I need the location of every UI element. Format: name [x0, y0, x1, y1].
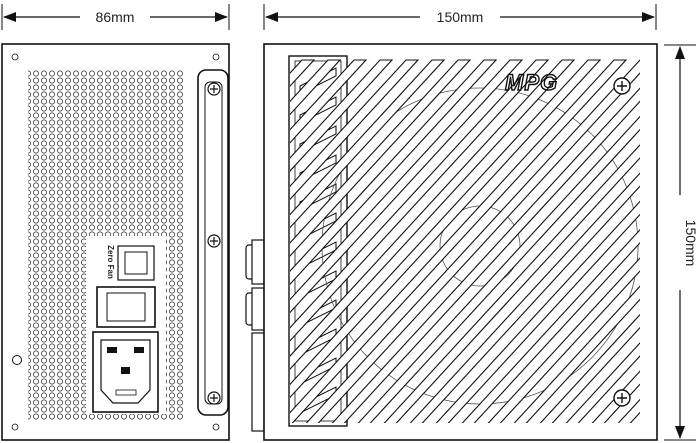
grille-slat [357, 115, 640, 423]
grille-slat [290, 59, 472, 257]
side-rail [251, 332, 265, 432]
grille-slat [435, 200, 640, 423]
screw-hole-icon [11, 53, 19, 61]
dimension-150mm-vertical: 150mm [664, 44, 699, 441]
grille-slat [290, 59, 550, 342]
grille-slat [487, 257, 640, 423]
grille-slat [290, 59, 316, 87]
grille-slat [290, 59, 420, 201]
grille-slat [290, 59, 498, 285]
ac-pin-icon [107, 347, 117, 353]
dimension-150mm-horizontal: 150mm [263, 4, 657, 30]
dimension-label-86mm: 86mm [96, 9, 135, 25]
grille-slat [290, 59, 602, 399]
zero-fan-button-cap [124, 251, 148, 275]
screw-icon [207, 234, 221, 248]
zero-fan-label: Zero Fan [106, 245, 115, 279]
grille-slat [591, 370, 640, 423]
screw-icon [207, 391, 221, 405]
dimension-label-150mm-width: 150mm [437, 9, 484, 25]
grille-slat [290, 59, 524, 314]
grille-slat [290, 59, 394, 172]
grille-slat [290, 59, 368, 144]
grille-slat [305, 59, 640, 423]
arrow-down-icon [675, 426, 685, 439]
screw-icon [12, 355, 22, 365]
screw-hole-icon [212, 423, 220, 431]
screw-icon [613, 389, 631, 407]
dimension-86mm: 86mm [1, 4, 230, 30]
psu-back-panel: Zero Fan [1, 43, 230, 441]
ac-pin-icon [134, 347, 144, 353]
dimension-label-150mm-height: 150mm [683, 220, 699, 267]
ac-pin-icon [121, 367, 130, 374]
screw-hole-icon [11, 423, 19, 431]
grille-slat [290, 59, 342, 116]
grille-slat [290, 59, 628, 423]
grille-slat [513, 285, 640, 423]
grille-slat [461, 228, 640, 423]
screw-icon [207, 82, 221, 96]
power-switch-rocker [106, 292, 146, 322]
brand-logo: MPG [505, 70, 558, 95]
arrow-up-icon [675, 46, 685, 59]
grille-slat [383, 144, 640, 423]
arrow-right-icon [215, 12, 228, 22]
fan-grille [290, 59, 640, 423]
grille-slat [565, 342, 640, 423]
grille-slat [290, 59, 576, 370]
grille-slat [409, 172, 640, 423]
psu-top-view: MPG [245, 43, 658, 441]
arrow-left-icon [265, 12, 278, 22]
grille-slat [290, 59, 446, 229]
arrow-right-icon [642, 12, 655, 22]
screw-hole-icon [212, 53, 220, 61]
screw-icon [613, 77, 631, 95]
grille-slat [331, 87, 640, 423]
grille-slat [539, 313, 640, 423]
arrow-left-icon [3, 12, 16, 22]
grille-slat [617, 398, 640, 423]
